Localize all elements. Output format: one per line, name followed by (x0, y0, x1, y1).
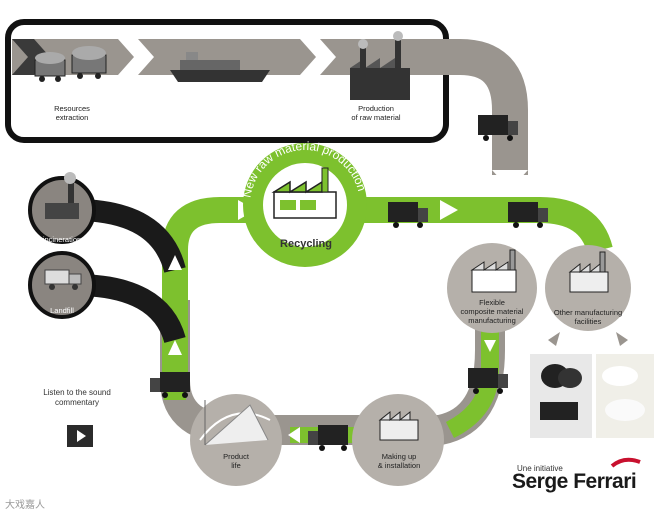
brand-name: Serge Ferrari (512, 470, 637, 493)
chevron-green-down (484, 340, 496, 352)
product-life-label: Product life (223, 452, 249, 470)
truck-green-1-icon (388, 202, 428, 228)
making-up-label: Making up & installation (377, 452, 421, 470)
chevron-green-b (440, 200, 458, 220)
chevron-green-up-2 (168, 340, 182, 355)
sound-commentary-text: Listen to the sound commentary (43, 388, 111, 407)
top-flow-band (12, 39, 528, 175)
cargo-ship-icon (170, 52, 270, 82)
truck-left-icon (150, 372, 190, 398)
play-icon (76, 430, 86, 442)
arrow-down-left (548, 332, 560, 346)
other-factory-icon (568, 251, 609, 293)
other-manufacturing-label: Other manufacturing facilities (553, 308, 623, 326)
landfill-bubble (28, 251, 96, 319)
incineration-label: incineration (42, 235, 82, 244)
incineration-icon (45, 172, 79, 219)
recycling-factory-icon (271, 167, 337, 219)
play-button[interactable] (67, 425, 93, 447)
white-fiber-1 (602, 366, 638, 386)
chevron-green-left (288, 427, 300, 443)
black-roll-3 (540, 402, 578, 420)
flexible-label: Flexible composite material manufacturin… (460, 298, 524, 325)
white-fiber-2 (605, 399, 645, 421)
chevron-green-up-1 (168, 255, 182, 270)
arrow-down-right (616, 332, 628, 346)
mine-carts-icon (34, 46, 107, 82)
landfill-label: Landfill (50, 306, 74, 315)
watermark: 大戏嘉人 (5, 500, 45, 511)
truck-right-down-icon (468, 368, 508, 394)
recycling-label: Recycling (280, 238, 332, 250)
flexible-factory-icon (470, 249, 517, 293)
landfill-truck-icon (44, 269, 82, 290)
green-flow-top (162, 197, 613, 380)
resources-extraction-label: Resources extraction (54, 104, 90, 122)
brand-initiative: Une initiative (517, 464, 563, 473)
production-raw-label: Production of raw material (351, 104, 401, 122)
truck-green-2-icon (508, 202, 548, 228)
truck-bottom-icon (308, 425, 348, 451)
black-roll-2 (558, 368, 582, 388)
chevron-3 (300, 39, 336, 75)
brand-swoosh (610, 457, 641, 468)
chevron-2 (118, 39, 154, 75)
making-up-factory-icon (378, 410, 419, 441)
tent-structure-icon (199, 400, 271, 446)
raw-material-factory-icon (350, 31, 410, 100)
truck-top-right-icon (478, 115, 518, 141)
chevron-down-1 (492, 170, 528, 190)
